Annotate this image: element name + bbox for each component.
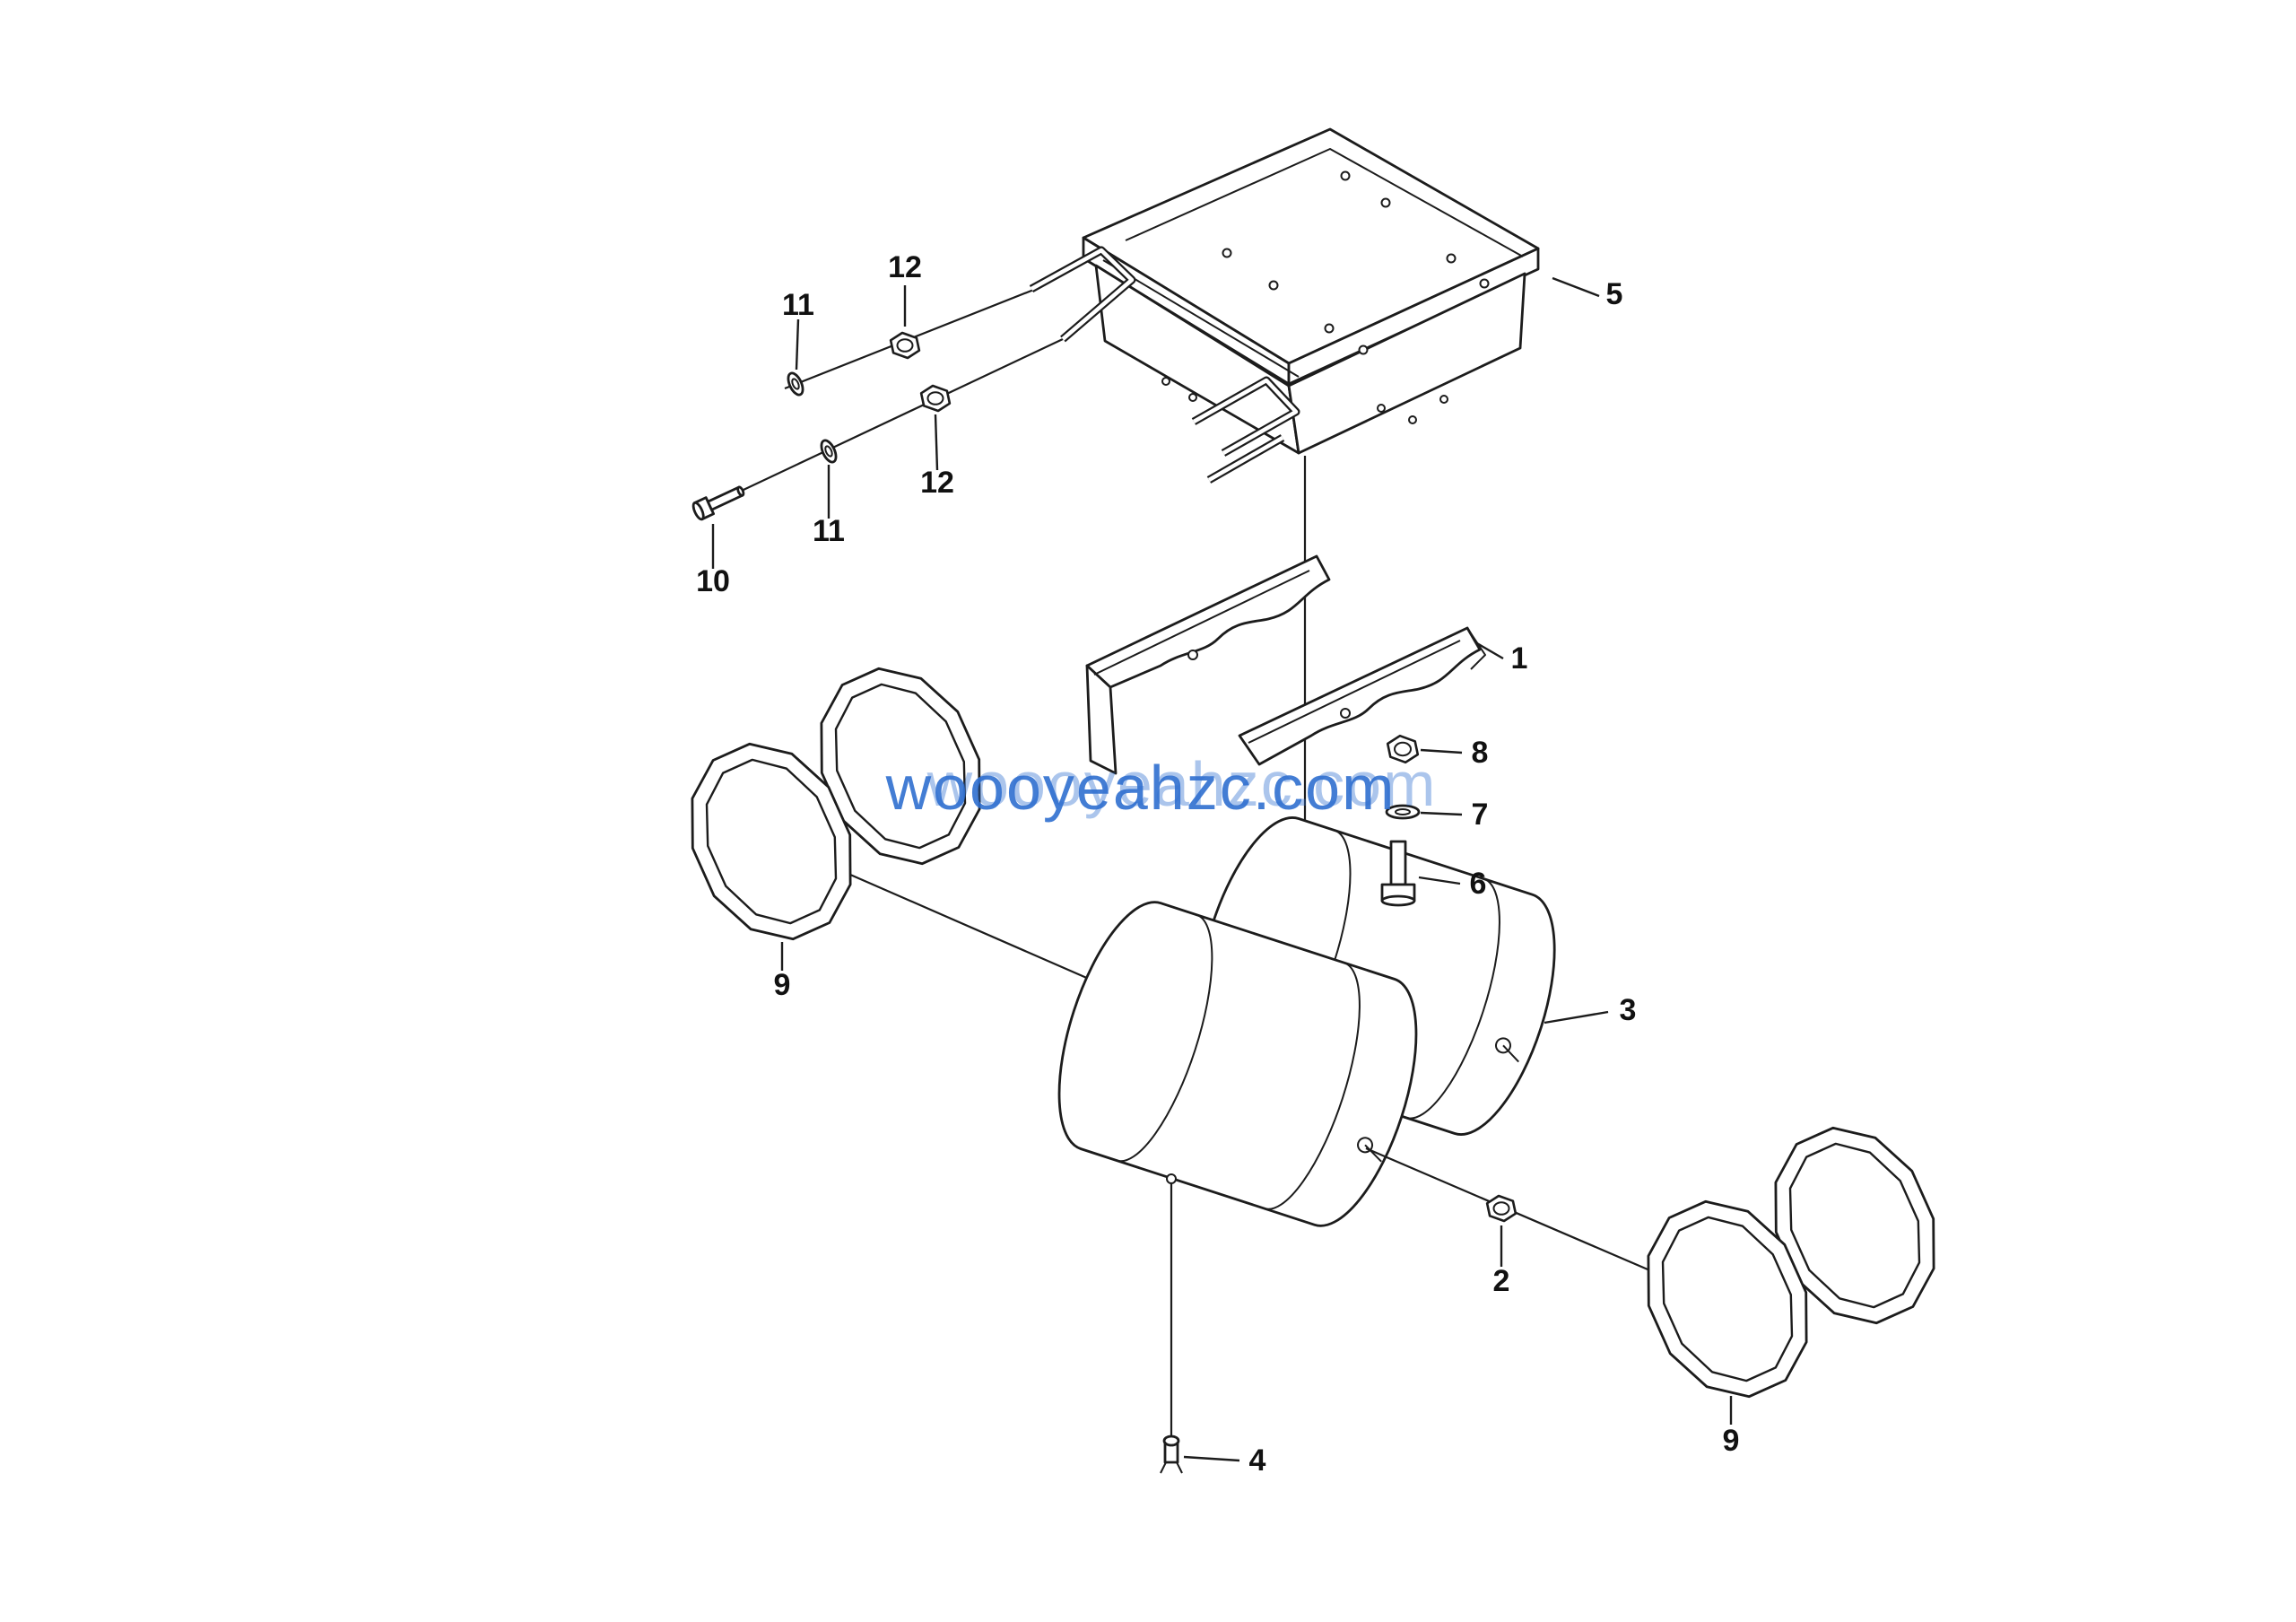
watermark: woooyeahzc.com woooyeahzc.com: [885, 749, 1438, 823]
bolts: [691, 485, 1416, 1474]
band-outer: [691, 742, 852, 941]
callout-2: 2: [1493, 1264, 1510, 1298]
callout-9: 9: [1723, 1424, 1740, 1458]
band-outer: [1647, 1199, 1808, 1399]
band-inner: [1788, 1142, 1921, 1309]
callout-10: 10: [696, 564, 730, 598]
callout-6: 6: [1470, 867, 1487, 901]
hex-nut-bore: [1492, 1201, 1510, 1216]
drain-valve: [1160, 1435, 1183, 1474]
air-tank-front: [1057, 901, 1418, 1227]
callout-12: 12: [888, 250, 922, 284]
callout-7: 7: [1472, 798, 1489, 832]
callout-11: 11: [782, 288, 814, 322]
callout-4: 4: [1249, 1443, 1266, 1478]
hex-nut: [889, 331, 921, 360]
callout-1: 1: [1511, 641, 1528, 676]
callout-11: 11: [813, 514, 845, 548]
callout-leaders: [711, 276, 1733, 1462]
callout-9: 9: [774, 968, 791, 1002]
hex-nuts: [889, 331, 1518, 1223]
hex-nut: [919, 384, 952, 413]
hex-nut-bore: [926, 391, 944, 406]
hex-nut-bore: [896, 338, 914, 353]
hex-nut: [1485, 1194, 1518, 1223]
hex-nut: [1386, 734, 1420, 764]
callout-3: 3: [1620, 993, 1637, 1027]
bolt-6: [1380, 840, 1416, 907]
band-inner: [705, 758, 838, 925]
band-outer: [820, 667, 981, 866]
washers: [787, 371, 1421, 820]
band-inner: [1661, 1216, 1794, 1382]
band-inner: [834, 683, 967, 850]
callout-labels: 12 11 12 11 10 5 1 8 7 6 3 2 9 9 4: [696, 250, 1739, 1478]
hex-nut-bore: [1394, 741, 1412, 757]
support-rails: [1085, 554, 1486, 775]
mounting-bands: [691, 667, 1935, 1399]
callout-5: 5: [1606, 277, 1623, 311]
callout-8: 8: [1472, 736, 1489, 770]
band-outer: [1774, 1126, 1935, 1325]
u-bolt-brackets: [1029, 246, 1300, 484]
watermark-text: woooyeahzc.com: [885, 753, 1396, 823]
callout-12: 12: [920, 466, 954, 500]
watermark-ghost-text: woooyeahzc.com: [926, 749, 1438, 819]
housing-box: [1082, 127, 1540, 455]
